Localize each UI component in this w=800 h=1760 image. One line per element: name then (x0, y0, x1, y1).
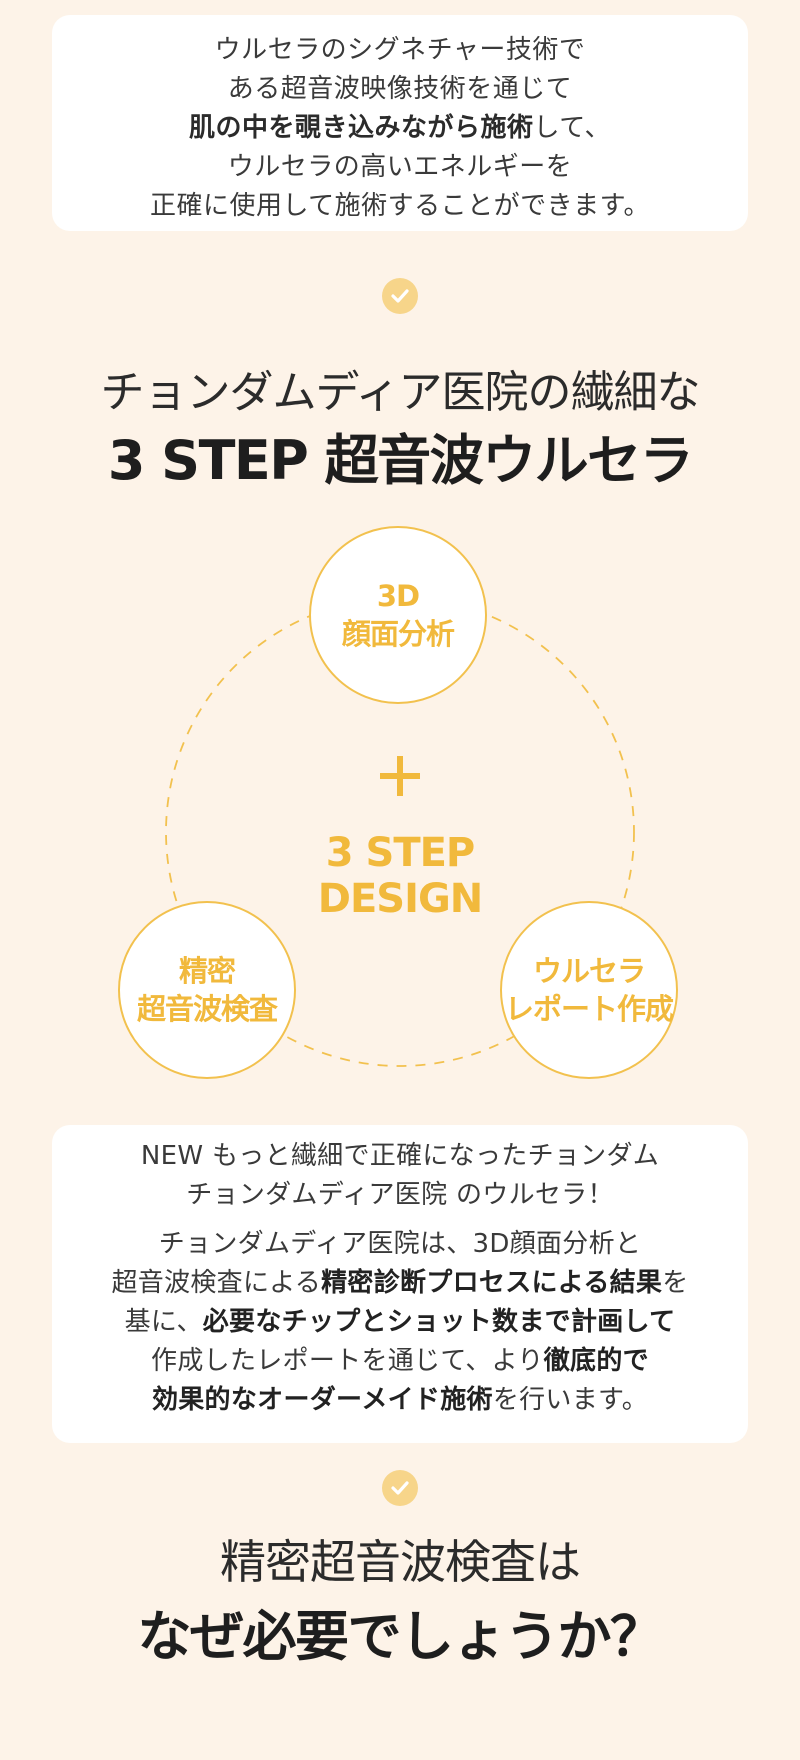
three-step-diagram: 3D 顔面分析 3 STEP DESIGN 精密 超音波検査 ウルセラ レポート… (0, 520, 800, 1090)
step-node-top-line2: 顔面分析 (341, 617, 455, 651)
intro-line-4: ウルセラの高いエネルギーを (227, 152, 573, 182)
check-icon-glyph (391, 289, 409, 303)
step-node-right-line2: レポート作成 (504, 992, 674, 1026)
detail-line-5: 基に、必要なチップとショット数まで計画して (52, 1303, 748, 1342)
detail-line-6-a: 作成したレポートを通じて、より (151, 1346, 544, 1376)
detail-line-3: チョンダムディア医院は、3D顔面分析と (158, 1229, 642, 1259)
intro-line-3: 肌の中を覗き込みながら施術して、 (52, 109, 748, 148)
detail-line-4-c: を (662, 1268, 689, 1298)
detail-line-4-a: 超音波検査による (111, 1268, 322, 1298)
intro-card: ウルセラのシグネチャー技術で ある超音波映像技術を通じて 肌の中を覗き込みながら… (52, 15, 748, 231)
detail-line-5-bold: 必要なチップとショット数まで計画して (202, 1307, 676, 1337)
intro-line-3-rest: して、 (533, 113, 611, 143)
section2-title-bold-wrap: なぜ必要でしょうか？ (0, 1592, 800, 1671)
check-icon (382, 1470, 418, 1506)
step-node-report: ウルセラ レポート作成 (500, 901, 678, 1079)
section1-title-bold-wrap: 3 STEP 超音波ウルセラ (0, 416, 800, 495)
intro-line-1: ウルセラのシグネチャー技術で (214, 35, 586, 65)
section1-title: チョンダムディア医院の繊細な (0, 356, 800, 420)
intro-line-5: 正確に使用して施術することができます。 (149, 191, 651, 221)
detail-line-6-bold: 徹底的で (543, 1346, 649, 1376)
step-node-top-line1: 3D (376, 579, 420, 613)
step-node-right-line1: ウルセラ (532, 954, 646, 988)
step-node-face-analysis: 3D 顔面分析 (309, 526, 487, 704)
intro-line-3-bold: 肌の中を覗き込みながら施術 (189, 113, 534, 143)
center-label: 3 STEP DESIGN (0, 830, 800, 922)
step-node-left-line1: 精密 (178, 954, 236, 988)
step-node-left-line2: 超音波検査 (136, 992, 278, 1026)
detail-line-5-a: 基に、 (124, 1307, 203, 1337)
detail-card: NEW もっと繊細で正確になったチョンダム チョンダムディア医院 のウルセラ！ … (52, 1125, 748, 1443)
detail-line-7-b: を行います。 (492, 1385, 649, 1415)
intro-line-2: ある超音波映像技術を通じて (227, 74, 573, 104)
plus-icon (380, 756, 420, 796)
center-label-line1: 3 STEP (325, 830, 476, 876)
section1-title-bold: 3 STEP 超音波ウルセラ (107, 429, 694, 492)
detail-line-7: 効果的なオーダーメイド施術を行います。 (52, 1381, 748, 1420)
section2-title: 精密超音波検査は (0, 1526, 800, 1592)
section2-title-bold: なぜ必要でしょうか？ (137, 1605, 665, 1668)
detail-line-1: NEW もっと繊細で正確になったチョンダム (140, 1141, 660, 1171)
section1-title-light: チョンダムディア医院の繊細な (100, 367, 701, 418)
section2-title-light: 精密超音波検査は (220, 1535, 581, 1589)
detail-gap (52, 1215, 748, 1225)
detail-line-4-bold: 精密診断プロセスによる結果 (321, 1268, 663, 1298)
step-node-ultrasound-exam: 精密 超音波検査 (118, 901, 296, 1079)
detail-line-4: 超音波検査による精密診断プロセスによる結果を (52, 1264, 748, 1303)
detail-line-7-bold: 効果的なオーダーメイド施術 (151, 1385, 493, 1415)
detail-line-6: 作成したレポートを通じて、より徹底的で (52, 1342, 748, 1381)
center-label-line2: DESIGN (317, 876, 484, 922)
check-icon-glyph (391, 1481, 409, 1495)
detail-line-2: チョンダムディア医院 のウルセラ！ (186, 1180, 614, 1210)
check-icon (382, 278, 418, 314)
